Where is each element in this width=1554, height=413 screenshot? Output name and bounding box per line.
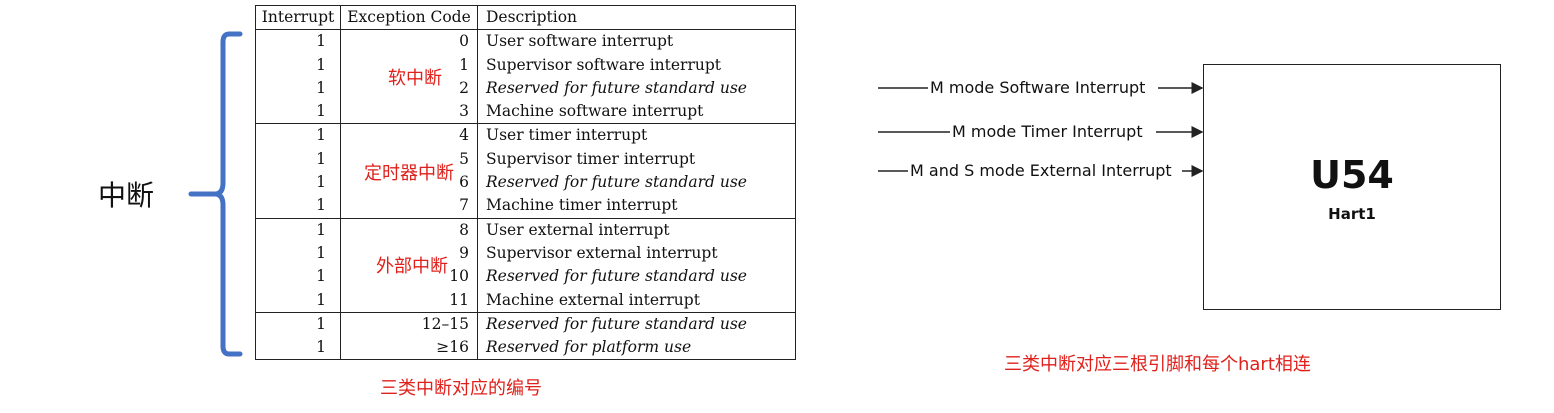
cell-exception-code: 11: [340, 288, 478, 313]
signal-label-external: M and S mode External Interrupt: [910, 161, 1172, 180]
cell-exception-code: 1: [340, 53, 478, 77]
cell-interrupt: 1: [255, 288, 341, 313]
cell-exception-code: 10: [340, 265, 478, 289]
cell-exception-code: 6: [340, 171, 478, 195]
curly-brace-icon: [188, 31, 243, 357]
cell-interrupt: 1: [255, 312, 341, 337]
cell-description: Machine timer interrupt: [477, 194, 796, 219]
cell-description: Reserved for future standard use: [477, 76, 796, 101]
cell-exception-code: 7: [340, 194, 478, 219]
cell-description: Reserved for future standard use: [477, 171, 796, 195]
chip-name: U54: [1310, 153, 1394, 197]
cell-interrupt: 1: [255, 218, 341, 242]
header-interrupt: Interrupt: [255, 5, 341, 31]
cell-description: Reserved for future standard use: [477, 265, 796, 289]
header-description: Description: [477, 5, 796, 31]
cell-interrupt: 1: [255, 147, 341, 172]
signal-label-software: M mode Software Interrupt: [930, 78, 1146, 97]
u54-hart-box: U54 Hart1: [1203, 64, 1501, 310]
cell-exception-code: 5: [340, 147, 478, 172]
cell-exception-code: 2: [340, 76, 478, 101]
cell-interrupt: 1: [255, 336, 341, 361]
table-caption: 三类中断对应的编号: [380, 378, 542, 399]
signal-arrows: [878, 82, 1204, 177]
cell-exception-code: 0: [340, 29, 478, 54]
group-label-external: 外部中断: [376, 256, 448, 277]
cell-description: Supervisor timer interrupt: [477, 147, 796, 172]
cell-exception-code: 4: [340, 123, 478, 148]
group-label-timer: 定时器中断: [364, 163, 454, 184]
cell-interrupt: 1: [255, 194, 341, 219]
table-header-row: Interrupt Exception Code Description: [255, 5, 796, 31]
cell-exception-code: 12–15: [340, 312, 478, 337]
interrupt-brace-label: 中断: [98, 179, 155, 212]
cell-exception-code: 9: [340, 241, 478, 266]
cell-exception-code: 8: [340, 218, 478, 242]
header-exception-code: Exception Code: [340, 5, 478, 31]
signal-label-timer: M mode Timer Interrupt: [952, 122, 1143, 141]
chip-hart-label: Hart1: [1328, 205, 1376, 223]
cell-description: Supervisor software interrupt: [477, 53, 796, 77]
cell-description: User external interrupt: [477, 218, 796, 242]
cell-description: Machine software interrupt: [477, 100, 796, 125]
cell-interrupt: 1: [255, 100, 341, 125]
cell-exception-code: ≥16: [340, 336, 478, 361]
cell-description: User software interrupt: [477, 29, 796, 54]
cell-description: Machine external interrupt: [477, 288, 796, 313]
diagram-caption: 三类中断对应三根引脚和每个hart相连: [1004, 354, 1311, 375]
cell-interrupt: 1: [255, 76, 341, 101]
cell-description: Reserved for future standard use: [477, 312, 796, 337]
cell-interrupt: 1: [255, 53, 341, 77]
cell-description: Supervisor external interrupt: [477, 241, 796, 266]
cell-interrupt: 1: [255, 29, 341, 54]
cell-description: Reserved for platform use: [477, 336, 796, 361]
cell-interrupt: 1: [255, 241, 341, 266]
cell-description: User timer interrupt: [477, 123, 796, 148]
cell-interrupt: 1: [255, 265, 341, 289]
group-label-software: 软中断: [388, 68, 442, 89]
cell-interrupt: 1: [255, 123, 341, 148]
cell-interrupt: 1: [255, 171, 341, 195]
cell-exception-code: 3: [340, 100, 478, 125]
